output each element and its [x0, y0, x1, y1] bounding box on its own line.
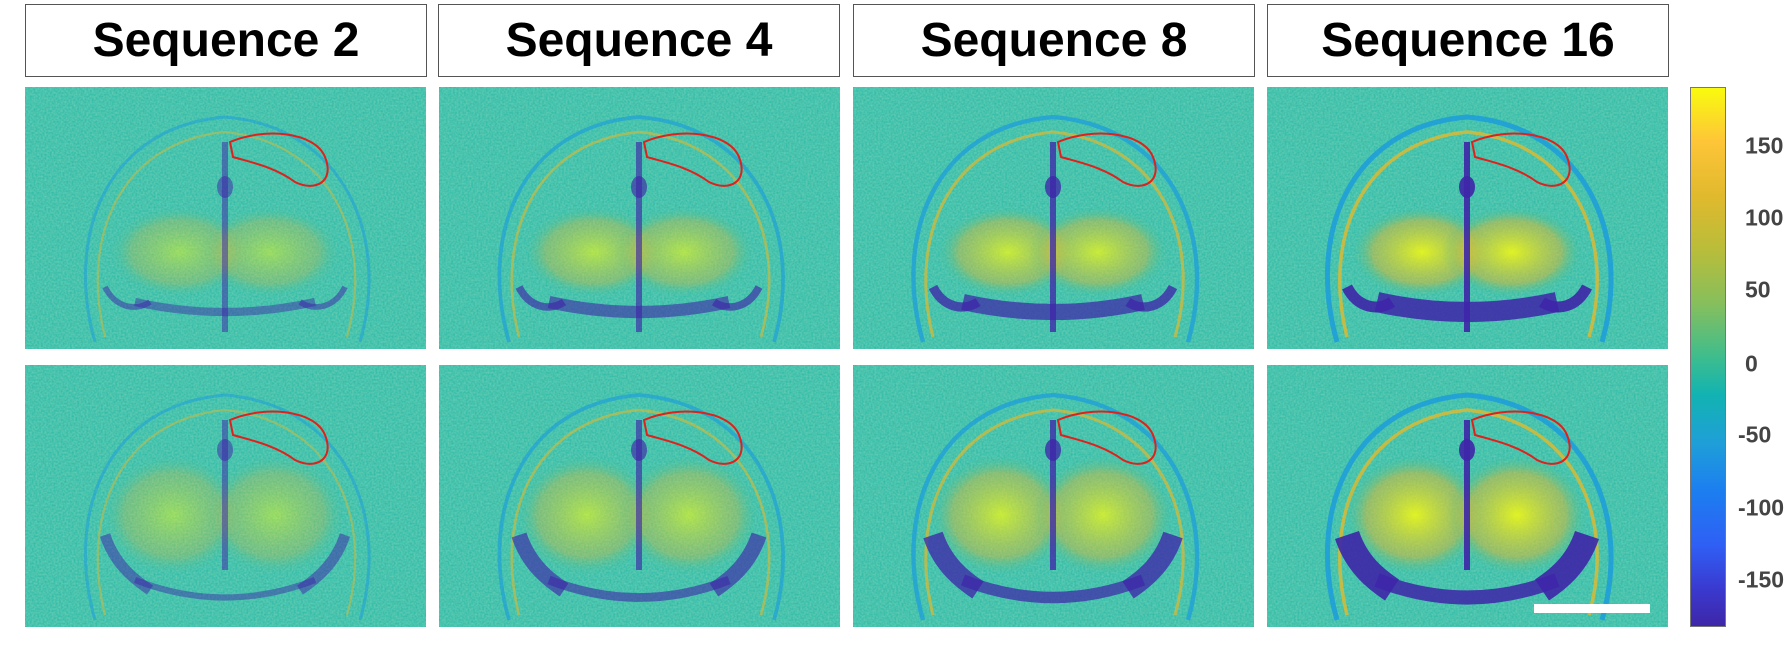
brain-map-row2-seq8	[853, 365, 1254, 627]
brain-map-row1-seq2	[25, 87, 426, 349]
brain-map-row2-seq2	[25, 365, 426, 627]
brain-slice-svg	[439, 365, 840, 627]
column-header-sequence-2: Sequence 2	[25, 4, 427, 77]
colorbar-tick-50: 50	[1745, 276, 1771, 303]
column-title: Sequence 16	[1321, 14, 1615, 67]
brain-map-row2-seq16	[1267, 365, 1668, 627]
scale-bar	[1534, 604, 1650, 613]
column-header-sequence-8: Sequence 8	[853, 4, 1255, 77]
brain-slice-svg	[25, 87, 426, 349]
brain-map-row1-seq8	[853, 87, 1254, 349]
colorbar-tick-150: 150	[1745, 132, 1784, 159]
column-title: Sequence 2	[92, 14, 360, 67]
brain-slice-svg	[25, 365, 426, 627]
colorbar-tick-neg150: -150	[1738, 566, 1785, 593]
brain-slice-svg	[439, 87, 840, 349]
column-title: Sequence 8	[920, 14, 1188, 67]
column-header-sequence-4: Sequence 4	[438, 4, 840, 77]
brain-slice-svg	[1267, 365, 1668, 627]
brain-map-row1-seq4	[439, 87, 840, 349]
colorbar-tick-0: 0	[1745, 350, 1758, 377]
colorbar-tick-neg100: -100	[1738, 494, 1785, 521]
brain-slice-svg	[1267, 87, 1668, 349]
brain-slice-svg	[853, 365, 1254, 627]
colorbar	[1690, 87, 1726, 627]
colorbar-tick-neg50: -50	[1738, 421, 1772, 448]
brain-map-row1-seq16	[1267, 87, 1668, 349]
colorbar-tick-100: 100	[1745, 204, 1784, 231]
brain-map-row2-seq4	[439, 365, 840, 627]
column-header-sequence-16: Sequence 16	[1267, 4, 1669, 77]
brain-slice-svg	[853, 87, 1254, 349]
column-title: Sequence 4	[505, 14, 773, 67]
